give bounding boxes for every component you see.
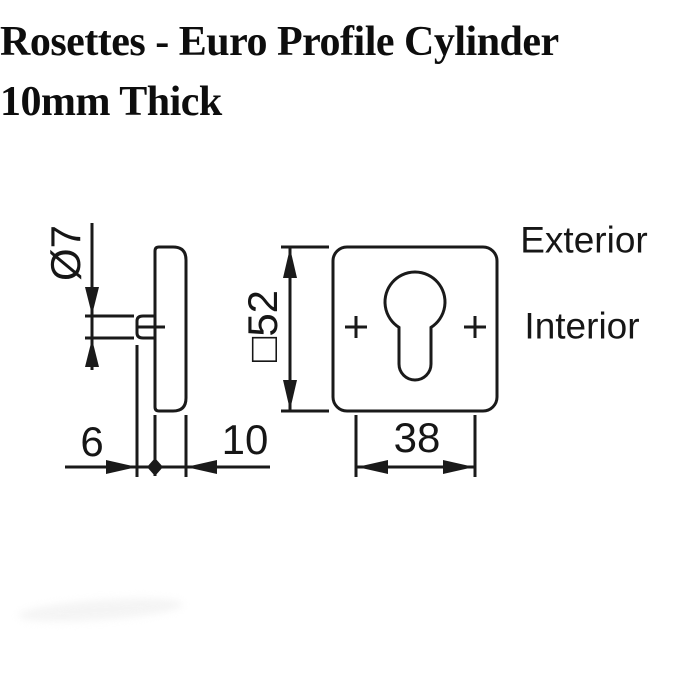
rosette-side-profile: [153, 245, 188, 413]
dim52-arrow-up: [283, 248, 297, 278]
dim-shared-point-diamond: [147, 458, 163, 476]
page-title: Rosettes - Euro Profile Cylinder: [0, 19, 559, 65]
dia7-arrow-down: [85, 287, 99, 315]
dim-label-pin-projection: 6: [80, 418, 104, 465]
dim52-arrow-down: [283, 380, 297, 410]
dia7-arrow-up: [85, 339, 99, 367]
side-view: [65, 223, 270, 477]
interior-label: Interior: [524, 305, 640, 347]
screw-fixing-cross-right: [464, 316, 486, 338]
dim38-arrow-right: [443, 460, 474, 474]
rosette-face: [331, 245, 499, 413]
dim10-arrow-left: [186, 460, 217, 474]
dim-label-fixing-centres: 38: [393, 414, 441, 461]
dim-label-square-size: □52: [239, 289, 286, 363]
dim6-arrow-right: [106, 460, 137, 474]
front-view: [281, 245, 499, 477]
dim38-arrow-left: [357, 460, 388, 474]
euro-cylinder-keyhole: [383, 270, 447, 382]
screw-fixing-cross-left: [345, 316, 367, 338]
dim-label-thickness: 10: [221, 416, 269, 463]
exterior-label: Exterior: [520, 219, 648, 261]
page-subtitle: 10mm Thick: [0, 79, 222, 125]
dim-label-pin-diameter: Ø7: [42, 224, 89, 282]
